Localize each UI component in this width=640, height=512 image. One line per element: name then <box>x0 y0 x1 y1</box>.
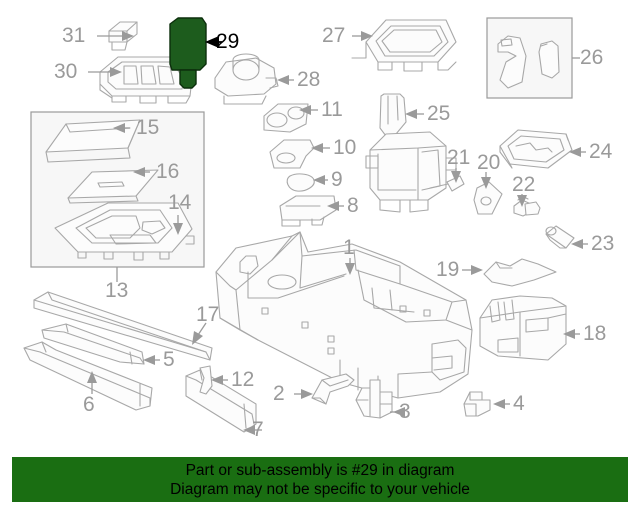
part-shape-24 <box>499 129 573 169</box>
part-shape-20 <box>473 181 503 215</box>
part-shape-25 <box>365 93 457 213</box>
leader-6 <box>87 371 97 394</box>
callout-label-26[interactable]: 26 <box>580 46 604 69</box>
leader-10 <box>311 143 330 153</box>
part-shape-3 <box>355 379 393 419</box>
part-shape-26b <box>538 40 560 79</box>
part-shape-10 <box>269 139 315 169</box>
diagram-notice-banner: Part or sub-assembly is #29 in diagram D… <box>12 457 628 502</box>
callout-label-12[interactable]: 12 <box>231 368 255 391</box>
leader-28 <box>277 75 294 85</box>
part-shape-19 <box>483 258 557 287</box>
callout-label-2[interactable]: 2 <box>273 382 285 405</box>
part-shape-11 <box>263 103 309 133</box>
leader-5 <box>143 355 160 365</box>
part-shape-18 <box>479 295 567 361</box>
leader-21 <box>451 168 461 183</box>
callout-label-17[interactable]: 17 <box>196 303 220 326</box>
callout-label-14[interactable]: 14 <box>168 191 192 214</box>
part-shape-26a <box>497 35 527 89</box>
leader-18 <box>563 329 580 339</box>
part-shape-1 <box>215 231 473 399</box>
leader-19 <box>462 265 483 275</box>
callout-label-18[interactable]: 18 <box>583 322 607 345</box>
callout-label-10[interactable]: 10 <box>333 136 357 159</box>
callout-label-21[interactable]: 21 <box>447 146 471 169</box>
leader-30 <box>88 67 122 77</box>
callout-label-19[interactable]: 19 <box>436 258 460 281</box>
leader-11 <box>299 105 318 115</box>
part-shape-17 <box>33 291 213 361</box>
callout-label-16[interactable]: 16 <box>156 160 180 183</box>
leader-24 <box>569 147 586 157</box>
part-shape-14 <box>54 202 195 261</box>
callout-label-29[interactable]: 29 <box>216 30 240 53</box>
group-box-26 <box>486 17 573 99</box>
callout-label-5[interactable]: 5 <box>163 348 175 371</box>
callout-label-30[interactable]: 30 <box>54 60 78 83</box>
part-shape-28 <box>214 53 279 105</box>
callout-label-11[interactable]: 11 <box>321 98 343 121</box>
callout-label-6[interactable]: 6 <box>83 393 95 416</box>
part-shape-9 <box>286 173 315 192</box>
part-shape-12 <box>199 365 213 395</box>
leader-25 <box>405 109 424 119</box>
part-shape-6 <box>23 341 153 411</box>
leader-12 <box>211 375 228 385</box>
callout-label-27[interactable]: 27 <box>322 24 346 47</box>
leader-7 <box>243 425 262 435</box>
callout-label-23[interactable]: 23 <box>591 232 615 255</box>
leader-14 <box>173 215 183 235</box>
callout-label-4[interactable]: 4 <box>513 392 525 415</box>
callout-label-9[interactable]: 9 <box>331 168 343 191</box>
callout-label-28[interactable]: 28 <box>297 68 321 91</box>
leader-1 <box>345 258 355 275</box>
leader-4 <box>493 399 510 409</box>
part-shape-22 <box>513 195 541 217</box>
leader-17 <box>192 322 207 345</box>
callout-label-24[interactable]: 24 <box>589 140 613 163</box>
part-shape-5 <box>41 323 145 365</box>
leader-9 <box>313 175 328 185</box>
part-shape-2 <box>311 373 355 405</box>
callout-label-3[interactable]: 3 <box>399 400 411 423</box>
callout-label-31[interactable]: 31 <box>62 24 86 47</box>
leader-3 <box>390 407 405 417</box>
notice-line-2: Diagram may not be specific to your vehi… <box>170 480 470 498</box>
leader-2 <box>294 389 313 399</box>
part-shape-27 <box>351 19 457 72</box>
part-shape-23 <box>545 225 575 249</box>
callout-label-20[interactable]: 20 <box>477 151 501 174</box>
callout-label-15[interactable]: 15 <box>136 116 160 139</box>
callout-label-13[interactable]: 13 <box>105 279 129 302</box>
part-shape-4 <box>463 391 491 417</box>
leader-23 <box>571 239 588 249</box>
leader-29 <box>205 36 222 48</box>
callout-label-25[interactable]: 25 <box>427 102 451 125</box>
leader-16 <box>133 167 150 177</box>
callout-label-22[interactable]: 22 <box>512 173 536 196</box>
part-shape-8 <box>279 195 337 227</box>
part-shape-29-highlighted <box>169 17 207 89</box>
callout-label-8[interactable]: 8 <box>347 194 359 217</box>
notice-line-1: Part or sub-assembly is #29 in diagram <box>185 461 455 479</box>
leader-8 <box>327 201 344 211</box>
callout-label-1[interactable]: 1 <box>343 236 355 259</box>
leader-31 <box>97 31 134 41</box>
leader-27 <box>352 31 373 41</box>
callout-label-7[interactable]: 7 <box>252 418 264 441</box>
leader-15 <box>113 123 130 133</box>
part-shape-16 <box>67 169 159 204</box>
leader-22 <box>517 194 527 207</box>
leader-20 <box>481 172 491 189</box>
